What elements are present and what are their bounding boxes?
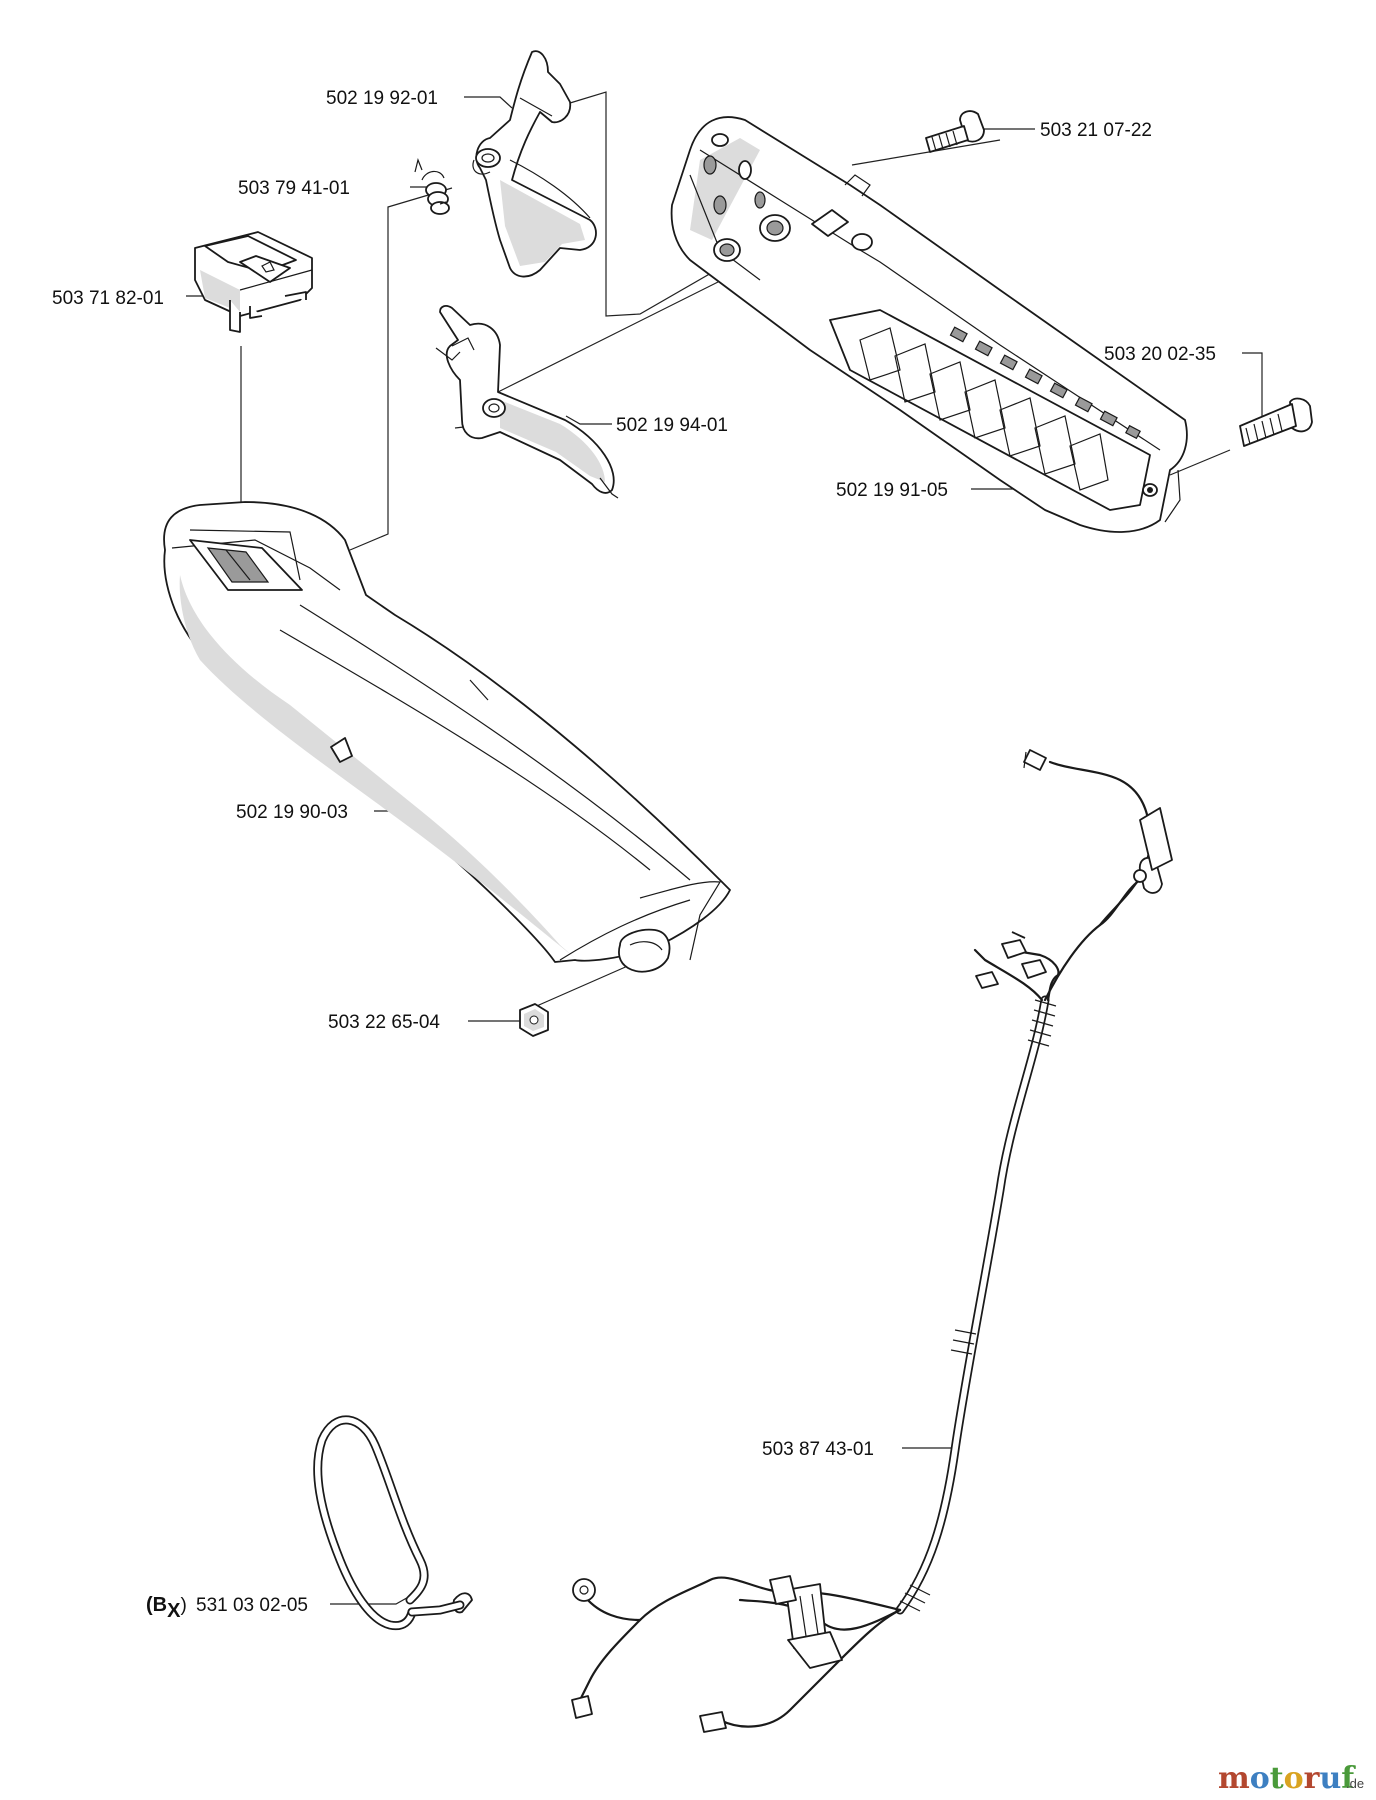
vent-row [949,326,1141,440]
label-502-19-92-01: 502 19 92-01 [326,88,438,109]
stop-switch [194,231,313,333]
throttle-trigger [435,305,619,499]
handle-cover [670,116,1188,533]
label-502-19-91-05: 502 19 91-05 [836,480,948,501]
label-503-71-82-01: 503 71 82-01 [52,288,164,309]
lower-handle-housing [163,501,731,973]
label-503-20-02-35: 503 20 02-35 [1104,344,1216,365]
label-531-03-02-05: 531 03 02-05 [196,1595,308,1616]
label-503-79-41-01: 503 79 41-01 [238,178,350,199]
trigger-spring [414,158,450,215]
part-labels: 502 19 92-01 503 79 41-01 503 71 82-01 5… [52,88,1216,1622]
motoruf-watermark: motoruf .de [1218,1761,1364,1796]
label-531-03-02-05-prefix: (BX) [146,1594,187,1622]
label-502-19-90-03: 502 19 90-03 [236,802,348,823]
label-503-22-65-04: 503 22 65-04 [328,1012,440,1033]
leader-lines [186,91,1275,1605]
wire-loop [313,1415,473,1631]
label-503-87-43-01: 503 87 43-01 [762,1439,874,1460]
label-502-19-94-01: 502 19 94-01 [616,415,728,436]
wiring-harness [571,749,1173,1733]
svg-text:motoruf: motoruf [1218,1761,1356,1796]
throttle-lockout [472,50,597,278]
svg-text:.de: .de [1346,1776,1364,1791]
screw-short [925,110,985,153]
hex-nut [519,1003,549,1037]
label-503-21-07-22: 503 21 07-22 [1040,120,1152,141]
screw-long [1239,397,1313,447]
